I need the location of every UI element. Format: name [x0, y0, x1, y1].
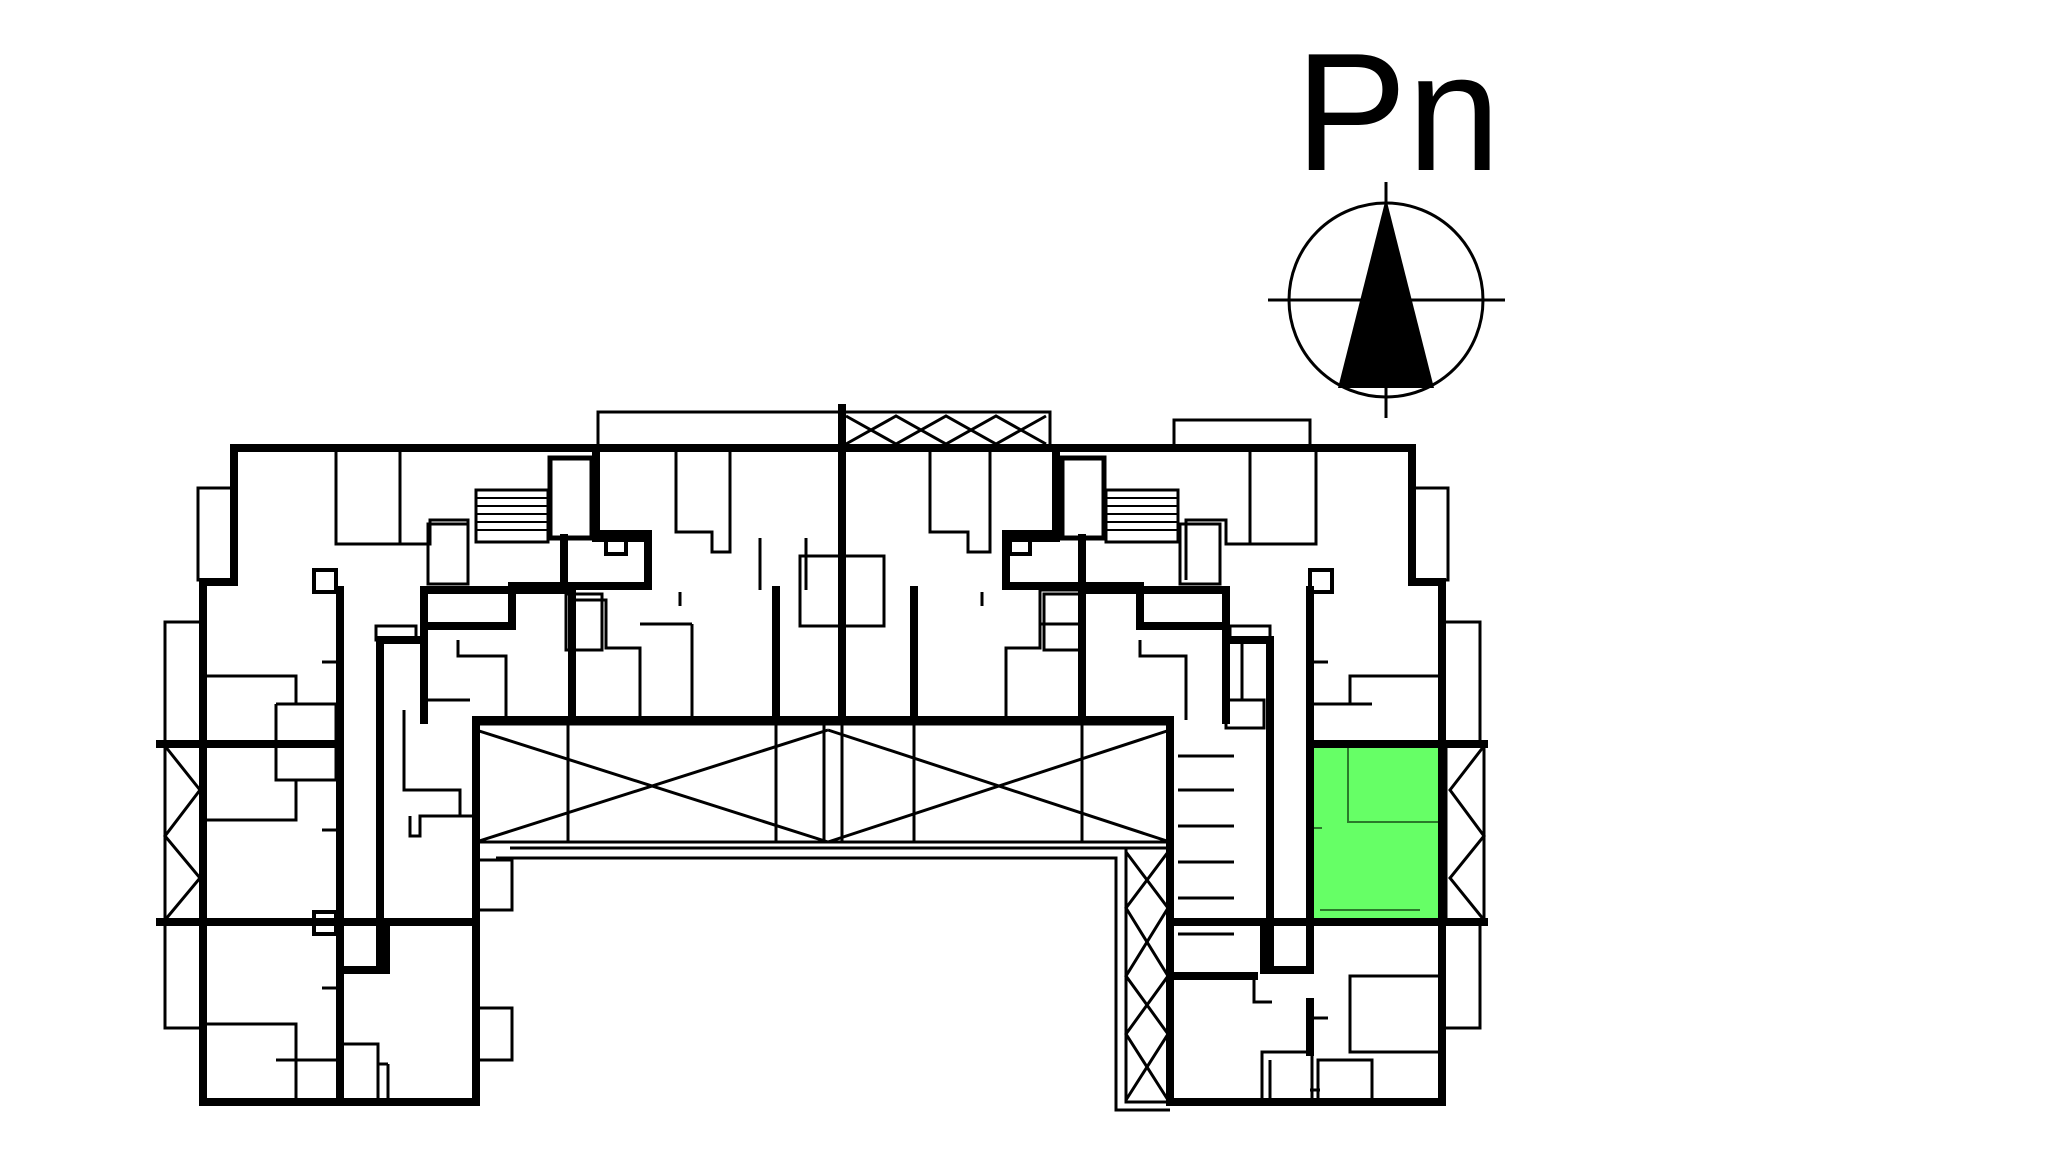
- courtyard-balcony: [474, 858, 514, 912]
- column: [604, 534, 628, 556]
- north-wing-wall: [230, 444, 1416, 586]
- courtyard-pergola-diagonal: [475, 728, 829, 844]
- shaft: [564, 592, 604, 652]
- north-label: Pn: [1295, 18, 1501, 206]
- north-corridor-wall: [420, 534, 568, 630]
- roof-brace: [845, 414, 1047, 446]
- balconies: [163, 410, 1486, 1030]
- shaft: [1042, 592, 1082, 652]
- balcony-brace-lines: [1448, 745, 1486, 921]
- highlighted-apartment[interactable]: [1310, 744, 1438, 920]
- west-corridor-wall: [336, 586, 390, 974]
- courtyard-balcony: [474, 1006, 514, 1062]
- partition: [1252, 976, 1272, 1004]
- balcony-brace: [1444, 744, 1486, 922]
- column: [1008, 534, 1032, 556]
- partition: [572, 598, 642, 720]
- door-marks: [322, 592, 1328, 1020]
- courtyard-path: [496, 856, 1170, 1112]
- roof-brace: [845, 414, 1047, 446]
- partition: [798, 554, 886, 628]
- shaft: [547, 455, 595, 541]
- roof-element: [1172, 418, 1312, 450]
- partition: [1224, 698, 1266, 730]
- partition: [203, 780, 298, 822]
- courtyard-path: [510, 846, 1128, 1102]
- east-corridor-steps: [1178, 754, 1234, 936]
- balcony: [1440, 922, 1482, 1030]
- partition: [1260, 1050, 1314, 1104]
- roof-element: [840, 410, 1052, 450]
- partition: [1316, 1058, 1374, 1104]
- balcony-brace: [163, 744, 205, 922]
- partition: [1348, 674, 1442, 704]
- partition: [456, 640, 508, 720]
- highlighted-apartment-room-divider: [1347, 744, 1438, 823]
- column: [312, 568, 338, 594]
- balcony: [163, 620, 205, 744]
- partition: [674, 452, 732, 554]
- partition: [334, 452, 470, 580]
- central-core-wall: [592, 444, 652, 538]
- partition: [203, 1022, 298, 1102]
- balcony: [1410, 486, 1450, 582]
- column: [1308, 568, 1334, 594]
- partition: [1348, 974, 1442, 1054]
- shaft: [374, 624, 418, 642]
- courtyard: [474, 722, 1172, 1112]
- shaft: [1228, 624, 1272, 642]
- highlighted-apartment-fill[interactable]: [1310, 744, 1438, 920]
- balcony-brace-lines: [163, 745, 202, 921]
- column: [312, 910, 338, 936]
- north-arrow-icon: [1338, 198, 1434, 388]
- balcony: [196, 486, 236, 582]
- stair-steps: [1106, 497, 1178, 531]
- roof-element: [596, 410, 844, 450]
- building-outer-walls: [156, 404, 1488, 1106]
- balcony: [1440, 620, 1482, 744]
- partition: [928, 452, 992, 554]
- partition: [402, 710, 462, 838]
- east-corridor-wall: [1260, 586, 1314, 974]
- balcony: [163, 922, 205, 1030]
- shaft: [426, 522, 470, 586]
- stair-steps: [476, 497, 548, 531]
- shaft: [1059, 455, 1107, 541]
- ramp-brace: [1124, 851, 1170, 1101]
- ramp-brace: [1124, 851, 1170, 1101]
- shaft: [1178, 522, 1222, 586]
- partition: [203, 674, 298, 704]
- columns: [312, 455, 1334, 936]
- partition: [340, 1042, 380, 1104]
- partition: [1138, 640, 1188, 720]
- partition: [1004, 590, 1042, 720]
- central-core-wall: [1002, 444, 1060, 538]
- partition: [1226, 638, 1270, 702]
- north-corridor-wall: [1078, 534, 1230, 630]
- north-compass: Pn: [1268, 18, 1505, 418]
- interior-partitions: [203, 452, 1442, 1104]
- courtyard-pergola-diagonal: [827, 728, 1171, 844]
- partition: [1184, 452, 1318, 580]
